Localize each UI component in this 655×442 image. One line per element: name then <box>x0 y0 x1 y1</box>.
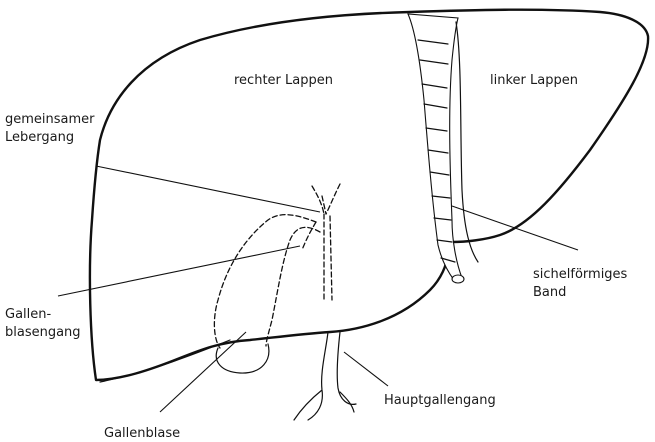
label-falciform-ligament-line1: sichelförmiges <box>533 267 628 282</box>
falciform-ligament-shape <box>408 14 462 280</box>
label-gallbladder: Gallenblase <box>104 426 180 441</box>
common-bile-duct-shape <box>294 332 356 420</box>
label-cystic-duct-line2: blasengang <box>5 325 81 340</box>
leader-common-bile-duct <box>344 352 388 386</box>
ligament-edge <box>456 22 478 262</box>
hidden-ducts <box>214 184 340 348</box>
label-falciform-ligament-line2: Band <box>533 285 566 300</box>
leader-falciform-ligament <box>452 206 578 250</box>
label-cystic-duct-line1: Gallen- <box>5 307 52 322</box>
label-common-hepatic-duct-line1: gemeinsamer <box>5 112 95 127</box>
label-left-lobe: linker Lappen <box>490 73 578 88</box>
leader-cystic-duct <box>58 246 300 296</box>
label-right-lobe: rechter Lappen <box>234 73 333 88</box>
ligament-tip <box>452 275 464 283</box>
liver-outline <box>90 10 648 380</box>
label-common-hepatic-duct-line2: Lebergang <box>5 130 74 145</box>
leader-common-hepatic-duct <box>96 166 320 212</box>
gallbladder-shape <box>216 344 269 373</box>
duct-branch <box>340 392 354 412</box>
label-common-bile-duct: Hauptgallengang <box>384 393 496 408</box>
